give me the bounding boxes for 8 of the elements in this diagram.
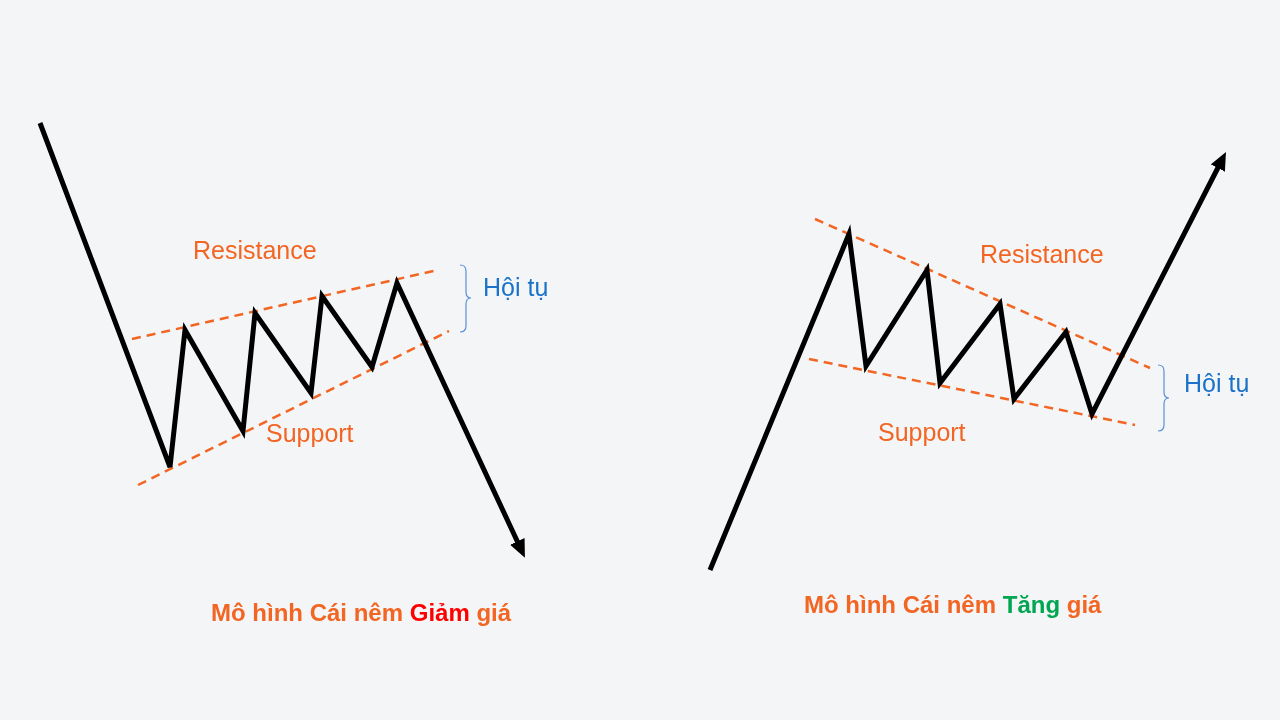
pattern-caption: Mô hình Cái nêm Tăng giá	[804, 591, 1102, 620]
trendline-label: Resistance	[980, 239, 1104, 269]
trendline-label: Support	[266, 418, 354, 448]
pattern-caption: Mô hình Cái nêm Giảm giá	[211, 599, 512, 628]
convergence-label: Hội tụ	[1184, 368, 1250, 398]
convergence-label: Hội tụ	[483, 272, 549, 302]
trendline-label: Support	[878, 417, 966, 447]
trendline-label: Resistance	[193, 235, 317, 265]
